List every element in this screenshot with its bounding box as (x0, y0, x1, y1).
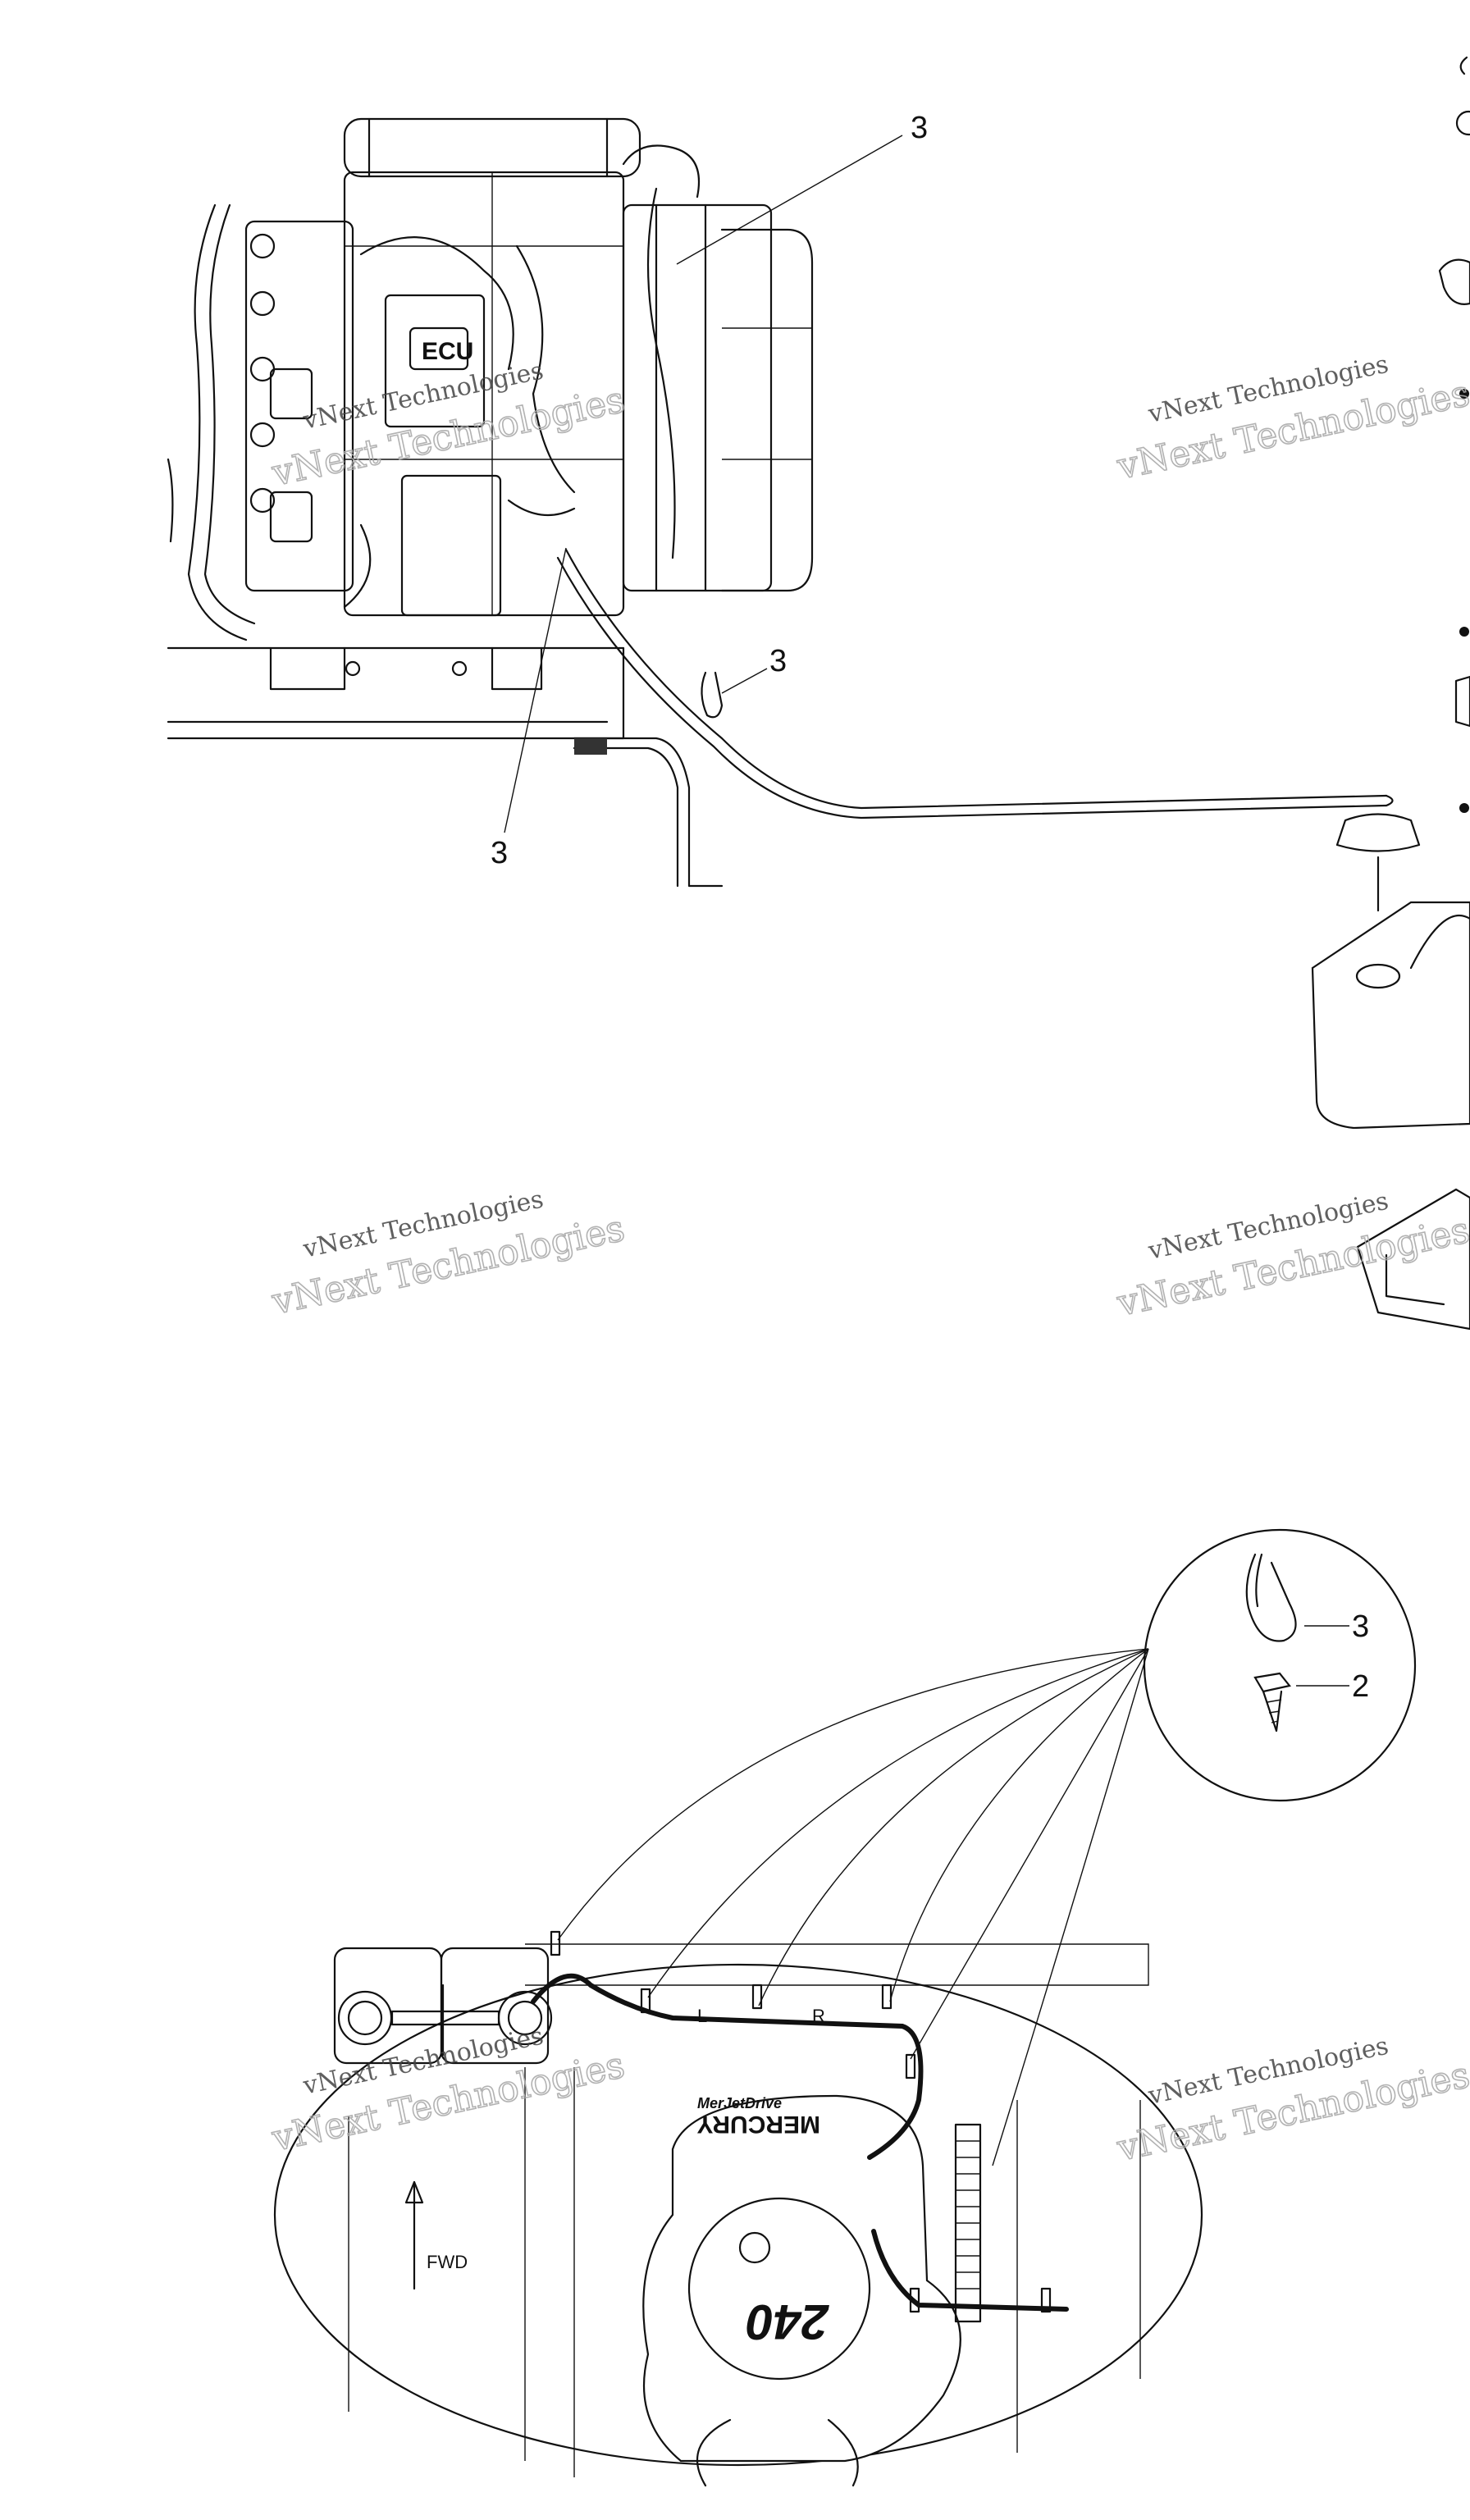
partial-parts-right (1356, 56, 1470, 1331)
hardware-detail-circle (1143, 1528, 1417, 1802)
callout-top-upper: 3 (911, 111, 928, 145)
boat-top-view (273, 1930, 1203, 2487)
detail-leader-arcs (557, 1648, 1149, 2166)
engine-assembly-illustration: ECU (167, 117, 814, 888)
callout-detail-screw: 2 (1352, 1669, 1369, 1704)
callout-top-lower: 3 (491, 836, 508, 870)
label-right: R (812, 2006, 825, 2026)
top-leader-lines (504, 135, 903, 833)
watermark-bottom-right: vNext Technologies vNext Technologies (1112, 2032, 1470, 2171)
decal-model: MerJetDrive (697, 2095, 782, 2111)
label-fwd: FWD (427, 2252, 468, 2272)
fuel-tank-illustration (1311, 813, 1470, 1130)
watermark-mid-right: vNext Technologies vNext Technologies (1112, 1187, 1470, 1326)
fuel-line (556, 548, 1394, 819)
decal-brand: MERCURY (696, 2111, 820, 2138)
engine-number-decal: 240 (746, 2294, 829, 2349)
watermark-bottom-left: vNext Technologies vNext Technologies (267, 2021, 629, 2160)
callout-top-middle: 3 (769, 644, 787, 678)
label-left: L (697, 2006, 707, 2026)
svg-text:ECU: ECU (422, 338, 473, 365)
callout-detail-tie: 3 (1352, 1609, 1369, 1644)
watermark-top-right: vNext Technologies vNext Technologies (1112, 350, 1470, 489)
watermark-mid-left: vNext Technologies vNext Technologies (267, 1185, 629, 1323)
